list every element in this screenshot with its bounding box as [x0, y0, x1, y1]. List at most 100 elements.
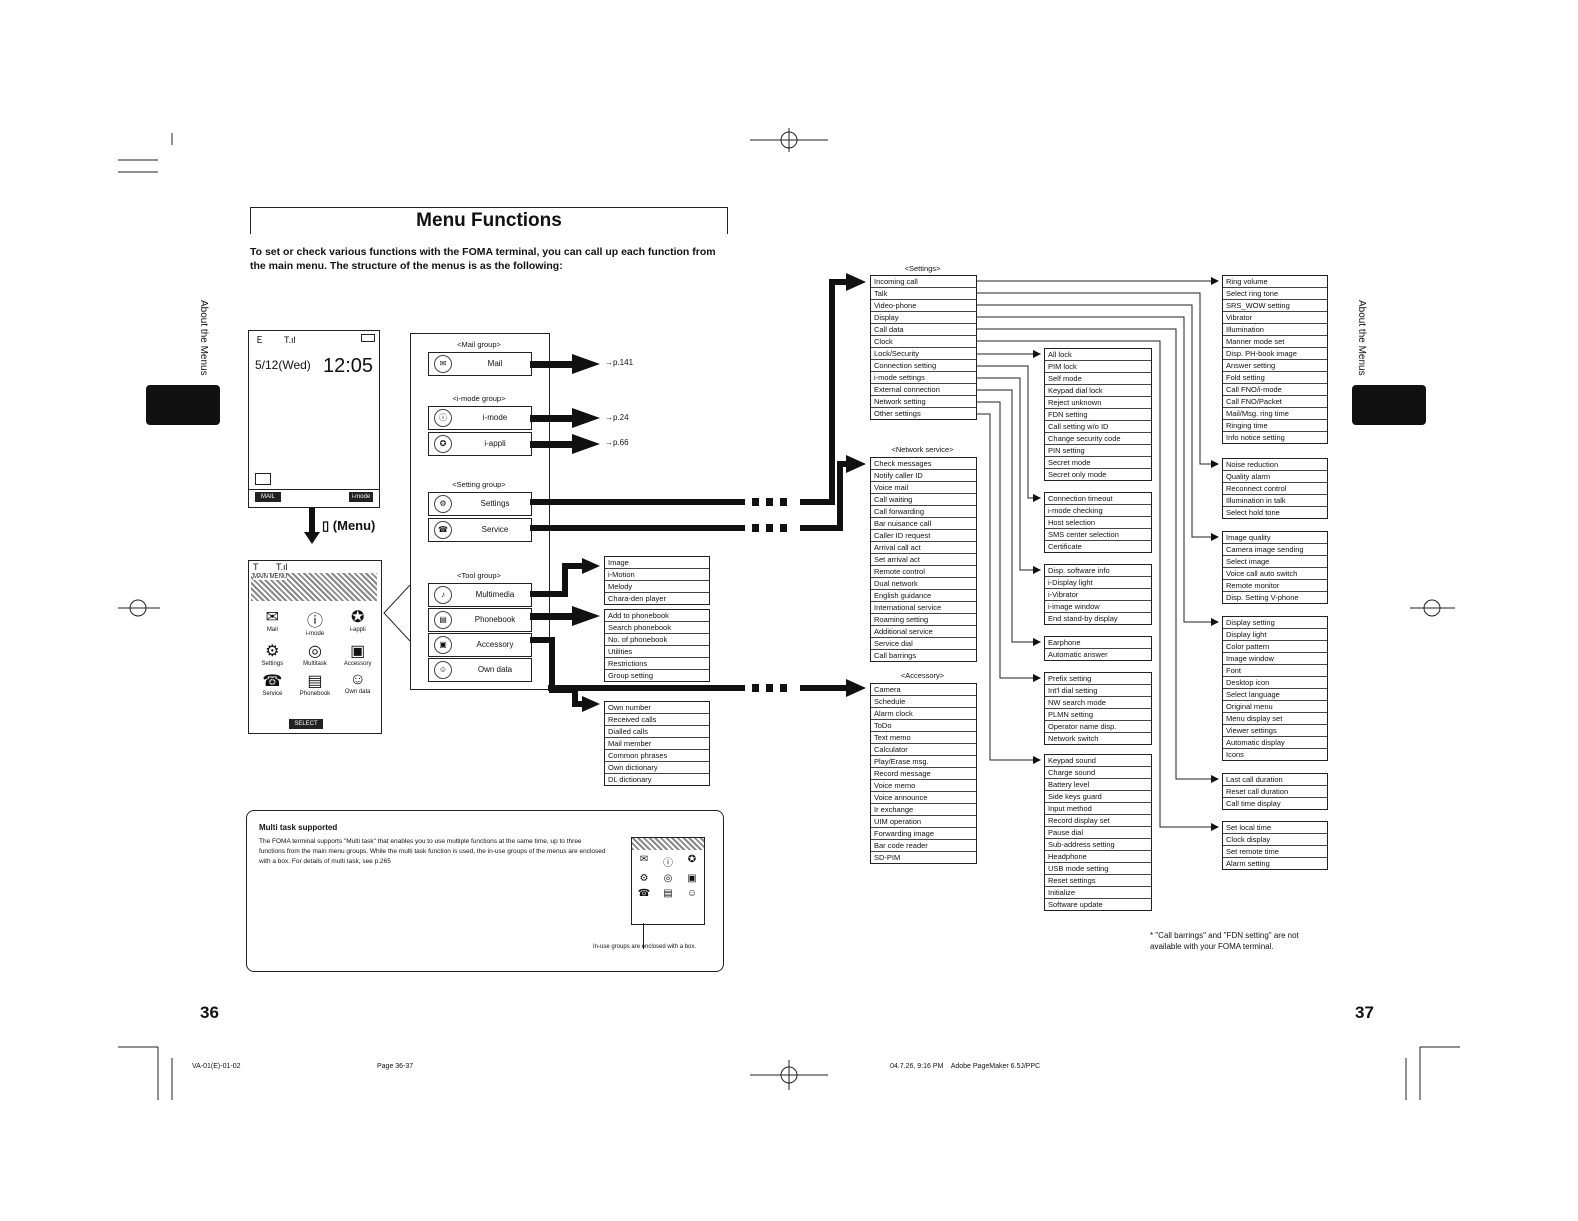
- list-item[interactable]: Camera: [871, 684, 976, 696]
- list-item[interactable]: Pause dial: [1045, 827, 1151, 839]
- list-item[interactable]: Set arrival act: [871, 554, 976, 566]
- list-item[interactable]: SMS center selection: [1045, 529, 1151, 541]
- list-item[interactable]: Dual network: [871, 578, 976, 590]
- list-item[interactable]: Camera image sending: [1223, 544, 1327, 556]
- list-item[interactable]: Remote monitor: [1223, 580, 1327, 592]
- group-item-settings[interactable]: ⚙Settings: [428, 492, 532, 516]
- list-item[interactable]: Manner mode set: [1223, 336, 1327, 348]
- list-item[interactable]: Set remote time: [1223, 846, 1327, 858]
- list-item[interactable]: Voice announce: [871, 792, 976, 804]
- soft-key-imode[interactable]: i-mode: [349, 492, 373, 502]
- list-item[interactable]: Side keys guard: [1045, 791, 1151, 803]
- list-item[interactable]: DL dictionary: [608, 775, 652, 784]
- list-item[interactable]: Host selection: [1045, 517, 1151, 529]
- list-item[interactable]: SRS_WOW setting: [1223, 300, 1327, 312]
- list-item[interactable]: Roaming setting: [871, 614, 976, 626]
- list-item[interactable]: Call time display: [1226, 799, 1281, 808]
- list-item[interactable]: Answer setting: [1223, 360, 1327, 372]
- list-item[interactable]: Keypad dial lock: [1045, 385, 1151, 397]
- list-item[interactable]: Voice call auto switch: [1223, 568, 1327, 580]
- list-item[interactable]: Caller ID request: [871, 530, 976, 542]
- list-item[interactable]: USB mode setting: [1045, 863, 1151, 875]
- list-item[interactable]: Ir exchange: [871, 804, 976, 816]
- list-item[interactable]: External connection: [871, 384, 976, 396]
- list-item[interactable]: Reconnect control: [1223, 483, 1327, 495]
- list-item[interactable]: Prefix setting: [1045, 673, 1151, 685]
- list-item[interactable]: Connection setting: [871, 360, 976, 372]
- list-item[interactable]: UIM operation: [871, 816, 976, 828]
- list-item[interactable]: Dialled calls: [605, 726, 709, 738]
- list-item[interactable]: Original menu: [1223, 701, 1327, 713]
- list-item[interactable]: Mail/Msg. ring time: [1223, 408, 1327, 420]
- list-item[interactable]: PIN setting: [1045, 445, 1151, 457]
- list-item[interactable]: Reset settings: [1045, 875, 1151, 887]
- group-item-mail[interactable]: ✉Mail: [428, 352, 532, 376]
- list-item[interactable]: Reject unknown: [1045, 397, 1151, 409]
- list-item[interactable]: i-image window: [1045, 601, 1151, 613]
- list-item[interactable]: Info notice setting: [1226, 433, 1285, 442]
- list-item[interactable]: ToDo: [871, 720, 976, 732]
- list-item[interactable]: Calculator: [871, 744, 976, 756]
- list-item[interactable]: Initialize: [1045, 887, 1151, 899]
- list-item[interactable]: Network switch: [1048, 734, 1099, 743]
- list-item[interactable]: Select hold tone: [1226, 508, 1280, 517]
- list-item[interactable]: Melody: [605, 581, 709, 593]
- list-item[interactable]: Image: [605, 557, 709, 569]
- list-item[interactable]: Image quality: [1223, 532, 1327, 544]
- list-item[interactable]: Vibrator: [1223, 312, 1327, 324]
- list-item[interactable]: Talk: [871, 288, 976, 300]
- group-item-service[interactable]: ☎Service: [428, 518, 532, 542]
- list-item[interactable]: Chara-den player: [608, 594, 666, 603]
- list-item[interactable]: PLMN setting: [1045, 709, 1151, 721]
- list-item[interactable]: Other settings: [874, 409, 921, 418]
- list-item[interactable]: Alarm setting: [1226, 859, 1270, 868]
- list-item[interactable]: Voice memo: [871, 780, 976, 792]
- list-item[interactable]: Display: [871, 312, 976, 324]
- list-item[interactable]: FDN setting: [1045, 409, 1151, 421]
- list-item[interactable]: Service dial: [871, 638, 976, 650]
- list-item[interactable]: Arrival call act: [871, 542, 976, 554]
- list-item[interactable]: End stand-by display: [1048, 614, 1118, 623]
- list-item[interactable]: Set local time: [1223, 822, 1327, 834]
- list-item[interactable]: Sub-address setting: [1045, 839, 1151, 851]
- list-item[interactable]: Call FNO/Packet: [1223, 396, 1327, 408]
- list-item[interactable]: Network setting: [871, 396, 976, 408]
- list-item[interactable]: All lock: [1045, 349, 1151, 361]
- list-item[interactable]: Image window: [1223, 653, 1327, 665]
- list-item[interactable]: Secret only mode: [1048, 470, 1107, 479]
- list-item[interactable]: Disp. Setting V-phone: [1226, 593, 1299, 602]
- list-item[interactable]: Noise reduction: [1223, 459, 1327, 471]
- menu-item-service[interactable]: ☎Service: [251, 671, 294, 697]
- soft-key-mail[interactable]: MAIL: [255, 492, 281, 502]
- list-item[interactable]: Video-phone: [871, 300, 976, 312]
- list-item[interactable]: Search phonebook: [605, 622, 709, 634]
- menu-item-multitask[interactable]: ◎Multitask: [294, 641, 337, 667]
- list-item[interactable]: English guidance: [871, 590, 976, 602]
- list-item[interactable]: Self mode: [1045, 373, 1151, 385]
- list-item[interactable]: Secret mode: [1045, 457, 1151, 469]
- soft-key-select[interactable]: SELECT: [289, 719, 323, 729]
- menu-item-iappli[interactable]: ✪i-appli: [336, 607, 379, 637]
- list-item[interactable]: Notify caller ID: [871, 470, 976, 482]
- menu-item-accessory[interactable]: ▣Accessory: [336, 641, 379, 667]
- list-item[interactable]: Illumination in talk: [1223, 495, 1327, 507]
- list-item[interactable]: Select image: [1223, 556, 1327, 568]
- list-item[interactable]: i-mode settings: [871, 372, 976, 384]
- list-item[interactable]: Call waiting: [871, 494, 976, 506]
- list-item[interactable]: International service: [871, 602, 976, 614]
- list-item[interactable]: Voice mail: [871, 482, 976, 494]
- list-item[interactable]: Automatic answer: [1048, 650, 1108, 659]
- list-item[interactable]: NW search mode: [1045, 697, 1151, 709]
- list-item[interactable]: Restrictions: [605, 658, 709, 670]
- menu-item-owndata[interactable]: ☺Own data: [336, 671, 379, 697]
- list-item[interactable]: i-mode checking: [1045, 505, 1151, 517]
- group-item-multimedia[interactable]: ♪Multimedia: [428, 583, 532, 607]
- list-item[interactable]: Desktop icon: [1223, 677, 1327, 689]
- list-item[interactable]: Alarm clock: [871, 708, 976, 720]
- group-item-owndata[interactable]: ☺Own data: [428, 658, 532, 682]
- list-item[interactable]: Schedule: [871, 696, 976, 708]
- list-item[interactable]: Additional service: [871, 626, 976, 638]
- list-item[interactable]: Clock: [871, 336, 976, 348]
- list-item[interactable]: Add to phonebook: [605, 610, 709, 622]
